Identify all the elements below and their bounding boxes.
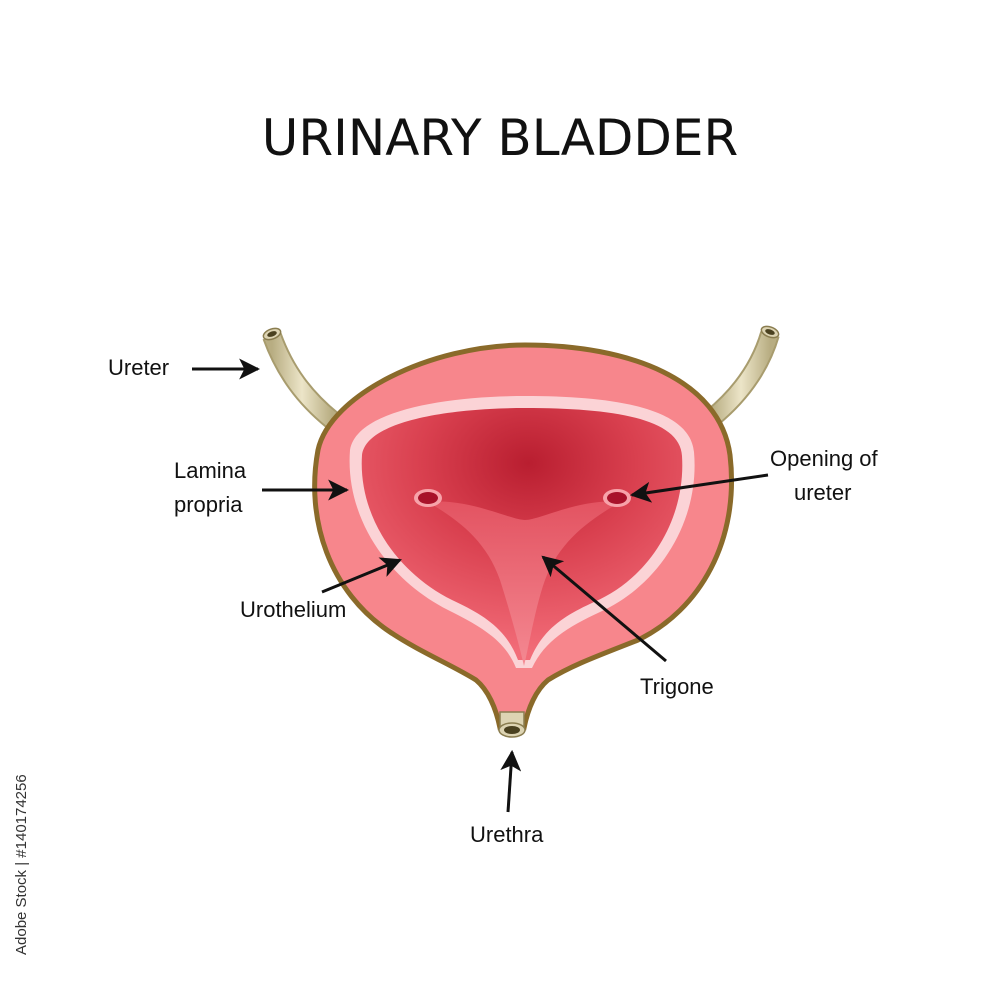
arrow-urethra-icon <box>500 749 522 813</box>
label-opening-line1: Opening of <box>770 446 879 471</box>
page-title: URINARY BLADDER <box>262 109 739 167</box>
urethra-tube <box>498 711 526 738</box>
arrow-trigone-icon <box>541 555 667 663</box>
right-ureter-opening <box>603 489 631 507</box>
stock-id-text: Adobe Stock | #140174256 <box>13 774 30 955</box>
trigone-region <box>428 501 620 666</box>
label-opening-line2: ureter <box>794 480 851 505</box>
label-urothelium: Urothelium <box>240 597 346 622</box>
arrow-urothelium-icon <box>321 557 402 594</box>
label-urethra: Urethra <box>470 822 544 847</box>
label-ureter: Ureter <box>108 355 169 380</box>
arrow-opening-icon <box>629 473 769 503</box>
right-ureter-tube <box>705 325 780 426</box>
label-lamina-line1: Lamina <box>174 458 247 483</box>
label-trigone: Trigone <box>640 674 714 699</box>
left-ureter-tube <box>262 327 339 428</box>
label-lamina-line2: propria <box>174 492 243 517</box>
left-ureter-opening <box>414 489 442 507</box>
